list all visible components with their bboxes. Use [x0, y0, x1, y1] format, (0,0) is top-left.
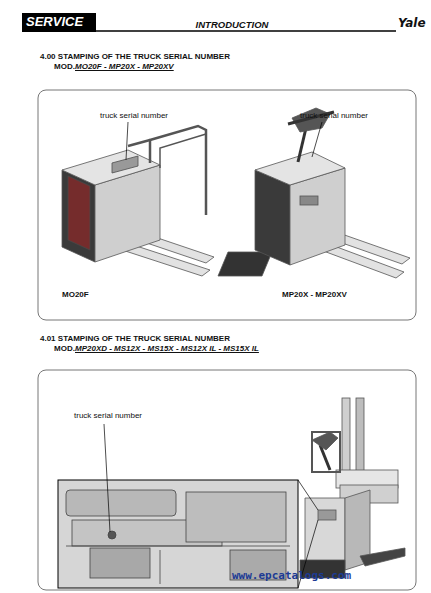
brand-logo: Yale [398, 17, 426, 30]
model-prefix: MOD. [54, 345, 75, 354]
page-heading: INTRODUCTION [196, 20, 269, 30]
model-prefix: MOD. [54, 63, 75, 72]
watermark: www.epcatalogs.com [232, 570, 351, 582]
part-label: truck serial number [74, 412, 142, 421]
section-heading: 4.01 STAMPING OF THE TRUCK SERIAL NUMBER [40, 335, 230, 344]
part-label: truck serial number [300, 112, 368, 121]
section-heading: 4.00 STAMPING OF THE TRUCK SERIAL NUMBER [40, 53, 230, 62]
model-list: MP20XD - MS12X - MS15X - MS12X IL - MS15… [75, 345, 259, 354]
part-label: truck serial number [100, 112, 168, 121]
model-list: MO20F - MP20X - MP20XV [75, 63, 174, 72]
model-label: MO20F [62, 291, 89, 300]
model-label: MP20X - MP20XV [282, 291, 347, 300]
service-banner [22, 13, 96, 32]
section-banner: SERVICE [26, 15, 83, 29]
